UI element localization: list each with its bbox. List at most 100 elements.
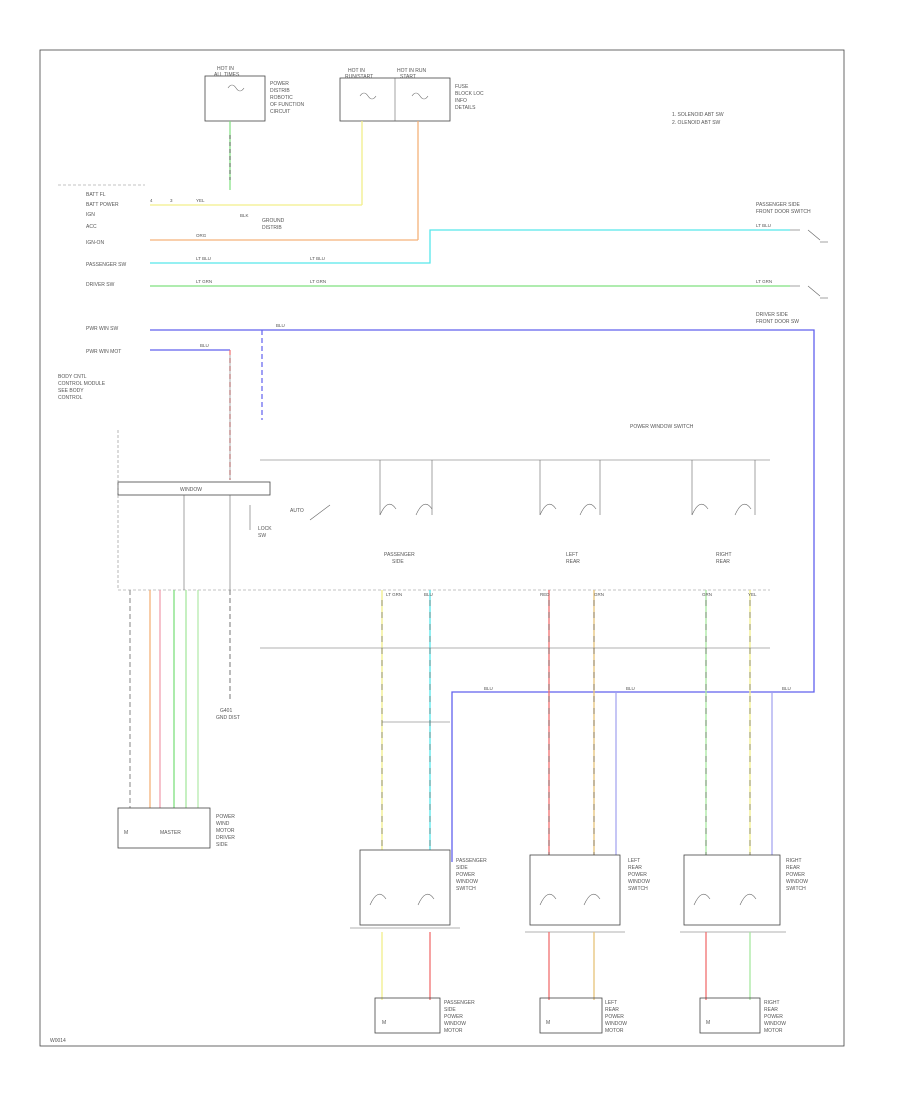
svg-text:M: M — [706, 1020, 710, 1026]
svg-text:RED: RED — [540, 592, 550, 597]
svg-text:WIND: WIND — [216, 821, 230, 827]
svg-text:PASSENGER: PASSENGER — [384, 552, 415, 558]
svg-text:ACC: ACC — [86, 224, 97, 230]
svg-text:IGN-ON: IGN-ON — [86, 240, 104, 246]
svg-text:DRIVER SW: DRIVER SW — [86, 282, 115, 288]
signal-rows: BATT FL BATT POWER IGN ACC IGN-ON PASSEN… — [86, 192, 126, 355]
svg-text:M: M — [546, 1020, 550, 1026]
svg-text:POWER: POWER — [764, 1014, 783, 1020]
svg-text:MOTOR: MOTOR — [764, 1028, 783, 1034]
svg-text:BLU: BLU — [782, 686, 791, 691]
svg-text:LT BLU: LT BLU — [310, 256, 325, 261]
switch-group-heading: POWER WINDOW SWITCH — [630, 424, 694, 430]
svg-text:POWER: POWER — [444, 1014, 463, 1020]
svg-text:BLU: BLU — [200, 343, 209, 348]
body-control-module: BODY CNTL CONTROL MODULE SEE BODY CONTRO… — [58, 374, 770, 591]
svg-text:DRIVER: DRIVER — [216, 835, 235, 841]
svg-text:LT GRN: LT GRN — [310, 279, 326, 284]
svg-text:BODY CNTL: BODY CNTL — [58, 374, 87, 380]
svg-text:SW: SW — [258, 533, 266, 539]
svg-text:BATT POWER: BATT POWER — [86, 202, 119, 208]
svg-text:HOT IN: HOT IN — [217, 66, 234, 72]
svg-text:WINDOW: WINDOW — [628, 879, 650, 885]
svg-text:LEFT: LEFT — [605, 1000, 617, 1006]
svg-text:LOCK: LOCK — [258, 526, 272, 532]
svg-text:BLU: BLU — [424, 592, 433, 597]
svg-text:ROBOTIC: ROBOTIC — [270, 95, 293, 101]
svg-text:DISTRIB: DISTRIB — [270, 88, 290, 94]
svg-text:RUN/START: RUN/START — [345, 74, 373, 80]
svg-text:DETAILS: DETAILS — [455, 105, 476, 111]
svg-text:MOTOR: MOTOR — [216, 828, 235, 834]
svg-text:YEL: YEL — [748, 592, 757, 597]
svg-text:WINDOW: WINDOW — [786, 879, 808, 885]
svg-text:REAR: REAR — [786, 865, 800, 871]
right-rear-window-switch-lower: RIGHT REAR POWER WINDOW SWITCH — [680, 854, 808, 933]
passenger-window-switch-lower: PASSENGER SIDE POWER WINDOW SWITCH — [350, 849, 487, 929]
svg-text:BLK: BLK — [240, 213, 249, 218]
svg-text:FRONT DOOR SWITCH: FRONT DOOR SWITCH — [756, 209, 811, 215]
svg-text:WINDOW: WINDOW — [180, 487, 202, 493]
svg-text:MOTOR: MOTOR — [605, 1028, 624, 1034]
ground-block: G401 GND DIST — [216, 708, 240, 721]
passenger-window-motor: M PASSENGER SIDE POWER WINDOW MOTOR — [374, 997, 475, 1034]
left-rear-window-switch-lower: LEFT REAR POWER WINDOW SWITCH — [525, 854, 650, 933]
svg-text:CONTROL: CONTROL — [58, 395, 83, 401]
passenger-door-switch: PASSENGER SIDE FRONT DOOR SWITCH — [756, 202, 828, 243]
svg-text:G401: G401 — [220, 708, 232, 714]
wire-cyan-passenger-switch — [150, 229, 790, 264]
svg-text:3: 3 — [170, 198, 173, 203]
svg-text:START: START — [400, 74, 416, 80]
svg-text:PASSENGER: PASSENGER — [444, 1000, 475, 1006]
svg-text:FRONT DOOR SW: FRONT DOOR SW — [756, 319, 799, 325]
svg-text:POWER: POWER — [605, 1014, 624, 1020]
svg-text:HOT IN RUN: HOT IN RUN — [397, 68, 426, 74]
svg-text:REAR: REAR — [764, 1007, 778, 1013]
svg-text:DISTRIB: DISTRIB — [262, 225, 282, 231]
svg-text:LT BLU: LT BLU — [756, 223, 771, 228]
svg-text:GRN: GRN — [594, 592, 604, 597]
svg-text:REAR: REAR — [628, 865, 642, 871]
svg-text:RIGHT: RIGHT — [786, 858, 802, 864]
svg-text:POWER: POWER — [456, 872, 475, 878]
svg-text:BLOCK LOC: BLOCK LOC — [455, 91, 484, 97]
legend: 1. SOLENOID ABT SW 2. OLENOID ABT SW — [672, 112, 724, 126]
svg-text:WINDOW: WINDOW — [456, 879, 478, 885]
right-rear-window-switch-upper: RIGHT REAR — [691, 460, 756, 565]
diagram-frame — [39, 49, 845, 1047]
svg-text:POWER: POWER — [786, 872, 805, 878]
svg-text:ORG: ORG — [196, 233, 207, 238]
svg-text:WINDOW: WINDOW — [605, 1021, 627, 1027]
svg-text:PWR WIN MOT: PWR WIN MOT — [86, 349, 121, 355]
svg-text:PWR WIN SW: PWR WIN SW — [86, 326, 118, 332]
svg-text:REAR: REAR — [716, 559, 730, 565]
svg-text:SIDE: SIDE — [456, 865, 468, 871]
svg-text:GRN: GRN — [702, 592, 712, 597]
svg-text:POWER: POWER — [628, 872, 647, 878]
svg-text:MOTOR: MOTOR — [444, 1028, 463, 1034]
svg-text:BLU: BLU — [484, 686, 493, 691]
svg-text:RIGHT: RIGHT — [764, 1000, 780, 1006]
svg-text:OF FUNCTION: OF FUNCTION — [270, 102, 305, 108]
svg-text:SWITCH: SWITCH — [786, 886, 806, 892]
svg-text:MASTER: MASTER — [160, 830, 181, 836]
svg-text:POWER: POWER — [270, 81, 289, 87]
svg-text:4: 4 — [150, 198, 153, 203]
svg-text:YEL: YEL — [196, 198, 205, 203]
footer-code: W0014 — [50, 1038, 66, 1044]
svg-text:POWER: POWER — [216, 814, 235, 820]
svg-text:ALL TIMES: ALL TIMES — [214, 72, 240, 78]
svg-text:1. SOLENOID ABT SW: 1. SOLENOID ABT SW — [672, 112, 724, 118]
left-rear-window-motor: M LEFT REAR POWER WINDOW MOTOR — [539, 997, 627, 1034]
svg-text:SIDE: SIDE — [444, 1007, 456, 1013]
svg-text:LT GRN: LT GRN — [756, 279, 772, 284]
svg-text:AUTO: AUTO — [290, 508, 304, 514]
driver-window-motor: M MASTER POWER WIND MOTOR DRIVER SIDE — [117, 807, 235, 849]
left-rear-window-switch-upper: LEFT REAR — [539, 460, 601, 565]
svg-text:IGN: IGN — [86, 212, 95, 218]
svg-text:M: M — [124, 830, 128, 836]
svg-text:WINDOW: WINDOW — [764, 1021, 786, 1027]
svg-text:GND DIST: GND DIST — [216, 715, 240, 721]
